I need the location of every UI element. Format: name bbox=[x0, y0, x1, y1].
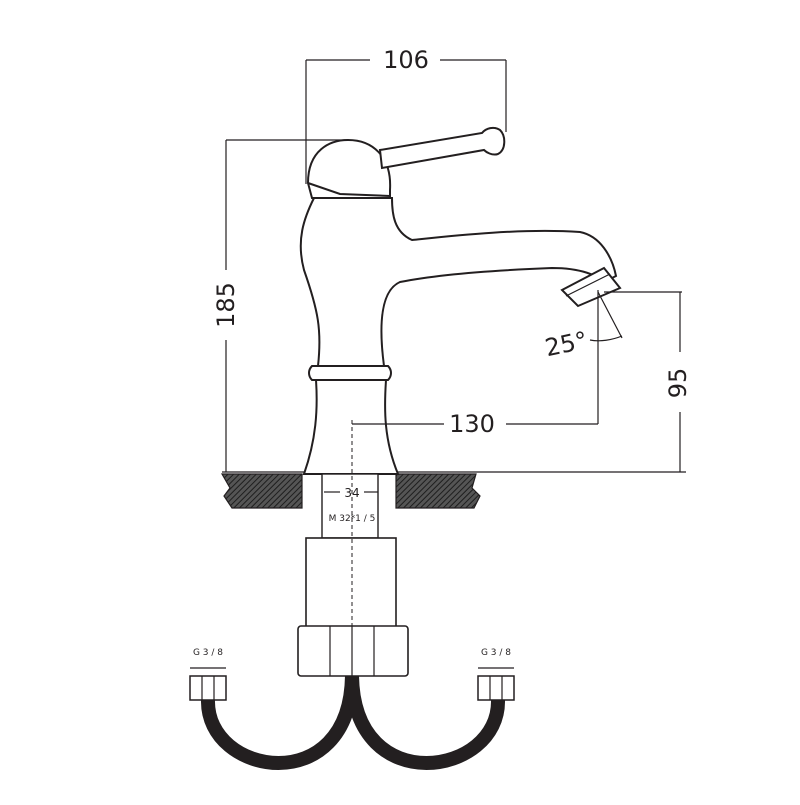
dimension-185-label: 185 bbox=[212, 282, 240, 328]
dimension-height-total: 185 bbox=[212, 139, 348, 472]
dimension-34-label: 34 bbox=[344, 486, 359, 500]
supply-hoses bbox=[189, 667, 515, 770]
dimension-130-label: 130 bbox=[449, 410, 495, 438]
hose-left-nut bbox=[189, 675, 227, 701]
dimension-spout-height: 95 bbox=[604, 291, 692, 472]
thread-label: M 32*1 / 5 bbox=[329, 514, 376, 524]
hose-right-thread-label: G 3 / 8 bbox=[481, 648, 511, 658]
dimension-95-label: 95 bbox=[664, 368, 692, 399]
shank bbox=[297, 420, 409, 700]
dimension-spout-reach: 130 bbox=[352, 290, 599, 438]
faucet-body bbox=[299, 126, 622, 475]
dimension-shank-diameter: 34 bbox=[324, 486, 378, 500]
hose-right-nut bbox=[477, 675, 515, 701]
dimension-width-top: 106 bbox=[305, 46, 507, 184]
dimension-106-label: 106 bbox=[383, 46, 429, 74]
dimension-25-label: 25° bbox=[543, 326, 590, 362]
hose-left-thread-label: G 3 / 8 bbox=[193, 648, 223, 658]
countertop-section bbox=[220, 473, 481, 509]
